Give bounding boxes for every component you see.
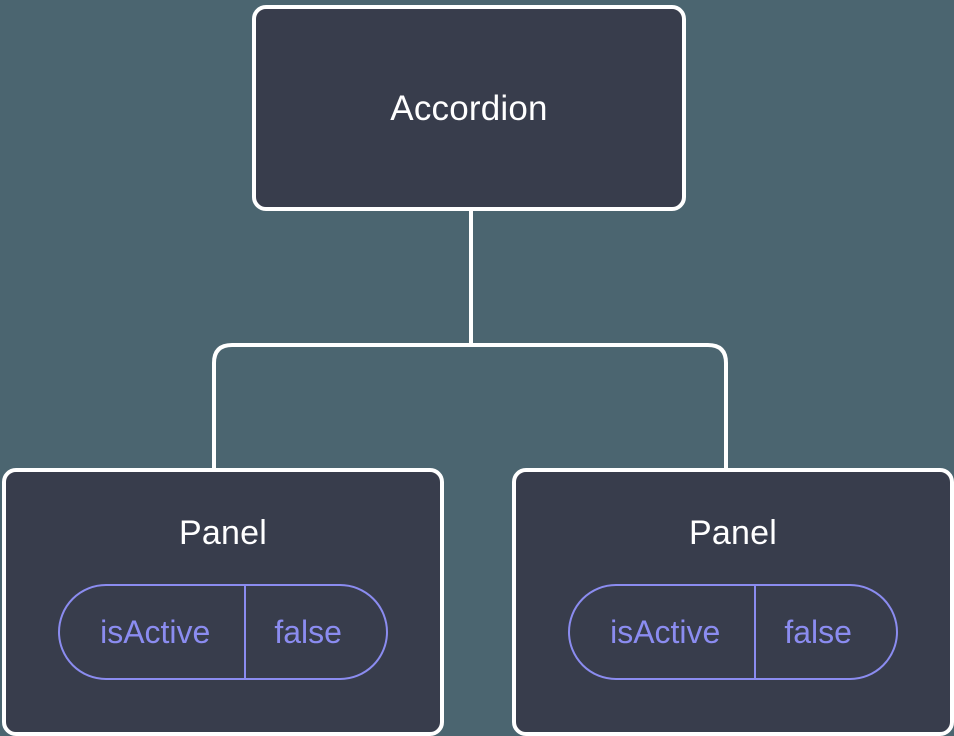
tree-node-panel-2[interactable]: Panel isActive false [512,468,954,736]
state-key: isActive [60,586,247,678]
edge-root-to-panel-2 [471,343,728,472]
node-title: Panel [179,514,267,552]
state-value: false [274,614,342,650]
tree-node-accordion[interactable]: Accordion [252,5,686,211]
state-badge[interactable]: isActive false [58,584,388,680]
edge-root-to-panel-1 [212,343,471,472]
node-title: Panel [689,514,777,552]
state-badge[interactable]: isActive false [568,584,898,680]
state-value: false [784,614,852,650]
tree-node-panel-1[interactable]: Panel isActive false [2,468,444,736]
state-key: isActive [570,586,757,678]
node-title: Accordion [390,88,548,128]
